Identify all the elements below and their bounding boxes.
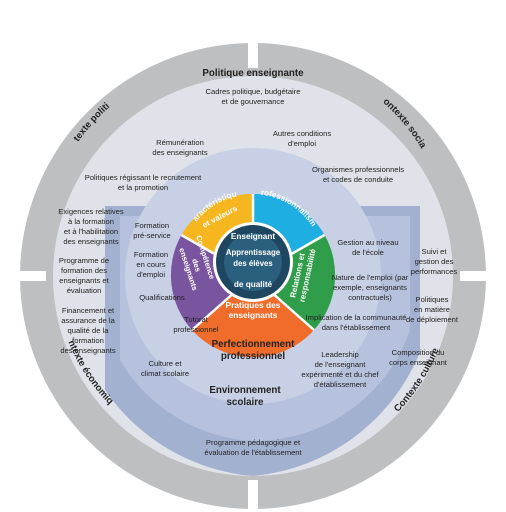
organismes-line-1: Organismes professionnels bbox=[312, 165, 404, 174]
financement-line-1: Financement et bbox=[62, 306, 115, 315]
formation-cours-line-3: d'emploi bbox=[137, 270, 165, 279]
deploiement-line-3: de déploiement bbox=[406, 315, 459, 324]
gestion-line-1: Gestion au niveau bbox=[337, 238, 398, 247]
leadership-line-4: d'établissement bbox=[314, 380, 367, 389]
exigences-line-1: Exigences relatives bbox=[58, 207, 124, 216]
composition-line-1: Composition du bbox=[392, 348, 445, 357]
politiques-recrutement-line-2: et la promotion bbox=[118, 183, 168, 192]
formation-cours-line-1: Formation bbox=[134, 250, 168, 259]
financement-line-2: assurance de la bbox=[61, 316, 115, 325]
leadership-line-2: de l'enseignant bbox=[315, 360, 367, 369]
environnement-title-line-1: Environnement bbox=[209, 385, 281, 396]
ring-gap-bottom bbox=[248, 480, 258, 512]
politique-title: Politique enseignante bbox=[202, 68, 304, 79]
financement-line-5: des enseignants bbox=[60, 346, 116, 355]
programme-formation-line-4: évaluation bbox=[67, 286, 102, 295]
competence-line-2: des bbox=[190, 258, 203, 273]
programme-pedagogique-line-2: évaluation de l'établissement bbox=[204, 448, 302, 457]
formation-cours-line-2: en cours bbox=[136, 260, 165, 269]
culture-line-1: Culture et bbox=[149, 359, 183, 368]
perfectionnement-title-line-1: Perfectionnement bbox=[212, 339, 295, 350]
programme-formation-line-2: formation des bbox=[61, 266, 107, 275]
center-apprentissage-line-1: Apprentissage bbox=[226, 248, 281, 257]
suivi-line-3: performances bbox=[411, 267, 458, 276]
programme-pedagogique-line-1: Programme pédagogique et bbox=[206, 438, 301, 447]
autres-conditions-line-2: d'emploi bbox=[288, 139, 316, 148]
segment-relations bbox=[253, 235, 336, 330]
ring-gap-left bbox=[14, 271, 46, 281]
autres-conditions-line-1: Autres conditions bbox=[273, 129, 331, 138]
center-apprentissage-line-2: des élèves bbox=[233, 259, 273, 268]
ring-gap-top bbox=[248, 38, 258, 68]
exigences-line-4: des enseignants bbox=[63, 237, 119, 246]
politiques-recrutement-line-1: Politiques régissant le recrutement bbox=[85, 173, 202, 182]
deploiement-line-2: en matière bbox=[414, 305, 450, 314]
leadership-line-1: Leadership bbox=[321, 350, 359, 359]
qualifications-label: Qualifications bbox=[139, 293, 185, 302]
remuneration-line-2: des enseignants bbox=[152, 148, 208, 157]
cadres-line-1: Cadres politique, budgétaire bbox=[206, 87, 301, 96]
suivi-line-1: Suivi et bbox=[422, 247, 448, 256]
implication-line-1: Implication de la communauté bbox=[306, 313, 407, 322]
center-inner-disc bbox=[224, 233, 282, 291]
center-enseignant: Enseignant bbox=[231, 232, 275, 241]
exigences-line-2: à la formation bbox=[68, 217, 114, 226]
tutorat-line-1: Tutorat bbox=[184, 315, 209, 324]
nature-line-1: Nature de l'emploi (par bbox=[332, 273, 409, 282]
culture-line-2: climat scolaire bbox=[141, 369, 189, 378]
financement-line-4: formation bbox=[72, 336, 104, 345]
suivi-line-2: gestion des bbox=[415, 257, 454, 266]
ring-gap-right bbox=[460, 271, 492, 281]
programme-formation-line-1: Programme de bbox=[59, 256, 109, 265]
deploiement-line-1: Politiques bbox=[416, 295, 449, 304]
nature-line-3: contractuels) bbox=[348, 293, 392, 302]
perfectionnement-title-line-2: professionnel bbox=[221, 351, 286, 362]
cadres-line-2: et de gouvernance bbox=[222, 97, 285, 106]
segment-competence bbox=[170, 235, 253, 330]
tutorat-line-2: professionnel bbox=[173, 325, 218, 334]
environnement-title-line-2: scolaire bbox=[226, 397, 264, 408]
pratiques-line-1: Pratiques des bbox=[226, 300, 281, 310]
financement-line-3: qualité de la bbox=[68, 326, 110, 335]
exigences-line-3: et à l'habilitation bbox=[64, 227, 118, 236]
nature-line-2: exemple, enseignants bbox=[333, 283, 407, 292]
organismes-line-2: et codes de conduite bbox=[323, 175, 393, 184]
programme-formation-line-3: enseignants et bbox=[59, 276, 109, 285]
formation-pre-line-1: Formation bbox=[135, 221, 169, 230]
segment-pratiques bbox=[192, 276, 314, 358]
center-de-qualite: de qualité bbox=[234, 280, 273, 289]
pratiques-line-2: enseignants bbox=[229, 310, 278, 320]
leadership-line-3: expérimenté et du chef bbox=[301, 370, 379, 379]
gestion-line-2: de l'école bbox=[352, 248, 384, 257]
label-contexte-politique: Contexte politique bbox=[0, 0, 112, 144]
composition-line-2: corps enseignant bbox=[389, 358, 448, 367]
remuneration-line-1: Rémunération bbox=[156, 138, 204, 147]
implication-line-2: dans l'établissement bbox=[322, 323, 391, 332]
formation-pre-line-2: pré-service bbox=[133, 231, 171, 240]
